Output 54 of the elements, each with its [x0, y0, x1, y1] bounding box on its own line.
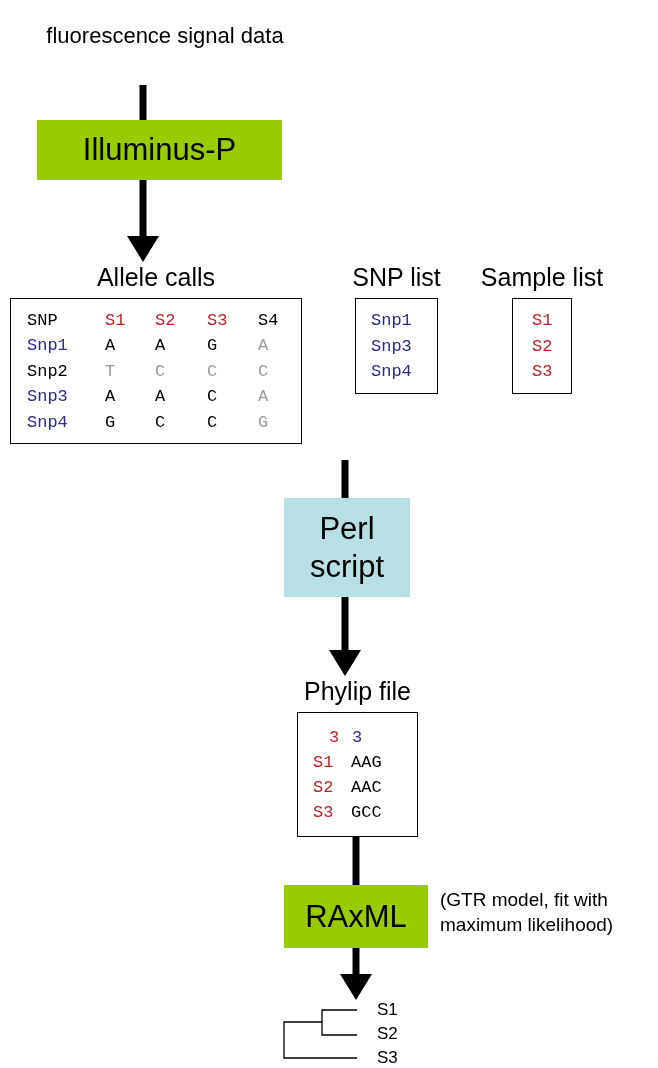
- table-text: 3: [329, 728, 340, 747]
- table-text: C: [155, 362, 166, 381]
- table-text: Snp3: [371, 336, 412, 356]
- arrow: [329, 597, 361, 676]
- arrow: [340, 948, 372, 1000]
- table-text: GCC: [351, 803, 382, 822]
- table-text: C: [207, 362, 218, 381]
- table-text: S1: [532, 311, 553, 330]
- table-text: C: [207, 413, 218, 432]
- table-text: G: [207, 336, 218, 355]
- table-text: A: [105, 336, 116, 355]
- table-text: T: [105, 362, 116, 381]
- table-text: S2: [313, 778, 334, 797]
- source-text: fluorescence signal data: [0, 4, 330, 66]
- table-text: A: [258, 336, 269, 355]
- note-text: (GTR model, fit with maximum likelihood): [440, 888, 615, 937]
- table-text: A: [105, 387, 116, 406]
- table-text: AAC: [351, 778, 382, 797]
- process-box: Perl script: [284, 498, 410, 597]
- table-text: Snp4: [27, 413, 68, 432]
- table-text: S3: [207, 311, 228, 330]
- box-title: Allele calls: [95, 262, 217, 292]
- box-title: Sample list: [479, 262, 605, 292]
- table-text: S1: [105, 311, 126, 330]
- process-box: Illuminus-P: [37, 120, 282, 180]
- box-title: SNP list: [351, 262, 442, 292]
- table-text: Snp3: [27, 387, 68, 406]
- table-text: S1: [313, 753, 334, 772]
- table-text: C: [258, 362, 269, 381]
- table-text: A: [258, 387, 269, 406]
- table-text: SNP: [27, 311, 58, 330]
- table-text: AAG: [351, 753, 382, 772]
- process-box: RAxML: [284, 885, 428, 948]
- table-text: S3: [313, 803, 334, 822]
- leaf-label: S1: [377, 1000, 398, 1020]
- table-text: S4: [258, 311, 279, 330]
- table-text: A: [155, 336, 166, 355]
- table-text: Snp1: [371, 311, 412, 330]
- table-text: C: [207, 387, 218, 406]
- table-text: Snp1: [27, 336, 68, 355]
- table-text: S3: [532, 362, 553, 381]
- table-text: G: [105, 413, 116, 432]
- table-text: Snp4: [371, 362, 412, 381]
- table-text: C: [155, 413, 166, 432]
- arrow: [127, 180, 159, 262]
- leaf-label: S2: [377, 1024, 398, 1044]
- table-text: 3: [352, 728, 363, 747]
- leaf-label: S3: [377, 1048, 398, 1068]
- table-text: S2: [532, 336, 553, 356]
- table-text: A: [155, 387, 166, 406]
- box-title: Phylip file: [303, 676, 412, 706]
- table-text: G: [258, 413, 269, 432]
- table-text: S2: [155, 311, 176, 330]
- table-text: Snp2: [27, 362, 68, 381]
